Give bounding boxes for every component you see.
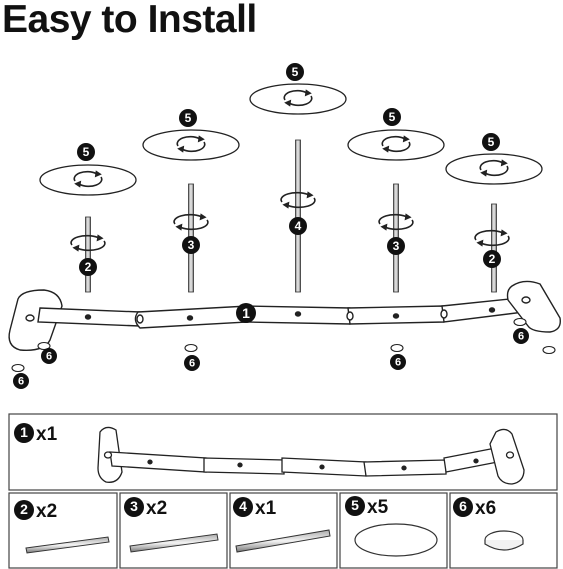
rotate-arrows-icon: [378, 213, 414, 231]
rod-callout-number: 3: [393, 239, 400, 253]
part-number: 5: [345, 496, 365, 516]
part-number: 4: [233, 497, 253, 517]
cup-callout: 5: [383, 108, 401, 126]
foot-callout-number: 6: [395, 356, 401, 368]
foot-callout: 6: [513, 328, 529, 344]
part-number: 6: [453, 497, 473, 517]
foot-callout: 6: [13, 373, 29, 389]
part-quantity: x1: [36, 424, 58, 445]
rotate-arrows-icon: [70, 234, 106, 252]
part-quantity: x5: [367, 497, 389, 518]
part-quantity: x6: [475, 498, 496, 519]
rod-callout: 3: [182, 236, 200, 254]
cup-callout: 5: [286, 63, 304, 81]
rod-callout: 3: [387, 237, 405, 255]
part-number-number: 4: [239, 498, 247, 514]
assembly-foot-pad: [37, 341, 51, 351]
part-short-rod-illustration: [25, 536, 110, 554]
part-label-foot-pad: 6 x6: [453, 497, 496, 519]
foot-callout-number: 6: [518, 330, 524, 342]
assembly-foot-pad: [390, 343, 404, 353]
page-title: Easy to Install: [2, 0, 257, 41]
cup-callout-number: 5: [389, 110, 396, 124]
part-foot-pad-illustration: [484, 530, 524, 551]
part-label-short-rod: 2 x2: [14, 500, 57, 522]
part-number-number: 2: [20, 501, 28, 517]
part-number: 1: [14, 423, 34, 443]
rod-callout: 2: [79, 258, 97, 276]
part-quantity: x1: [255, 498, 277, 519]
assembly-base: [8, 280, 561, 351]
assembly-cup-plate: [142, 129, 240, 161]
cup-callout-number: 5: [185, 111, 192, 125]
assembly-cup-plate: [445, 153, 543, 185]
rod-callout-number: 2: [85, 260, 92, 274]
foot-callout: 6: [184, 355, 200, 371]
part-quantity: x2: [146, 498, 167, 519]
cup-callout: 5: [77, 143, 95, 161]
rotate-arrows-icon: [280, 191, 316, 209]
assembly-cup-plate: [249, 83, 347, 115]
part-label-medium-rod: 3 x2: [124, 497, 167, 519]
part-number: 3: [124, 497, 144, 517]
assembly-cup-plate: [39, 164, 137, 196]
part-number-number: 6: [459, 498, 467, 514]
cup-callout: 5: [179, 109, 197, 127]
part-medium-rod-illustration: [129, 533, 219, 553]
rotate-arrows-icon: [73, 170, 103, 188]
base-callout: 1: [236, 303, 256, 323]
part-number-number: 5: [351, 497, 359, 513]
assembly-foot-pad: [11, 363, 25, 373]
cup-callout-number: 5: [292, 65, 299, 79]
part-number-number: 3: [130, 498, 138, 514]
foot-callout: 6: [390, 354, 406, 370]
part-quantity: x2: [36, 501, 57, 522]
assembly-rod: [474, 203, 510, 293]
foot-callout-number: 6: [18, 375, 24, 387]
assembly-rod: [70, 216, 106, 293]
rod-callout: 2: [483, 250, 501, 268]
part-number-number: 1: [20, 424, 28, 440]
rotate-arrows-icon: [173, 213, 209, 231]
assembly-foot-pad: [542, 345, 556, 355]
foot-callout-number: 6: [189, 357, 195, 369]
rotate-arrows-icon: [474, 229, 510, 247]
assembly-foot-pad: [513, 317, 527, 327]
part-base-illustration: [97, 426, 525, 485]
assembly-cup-plate: [347, 129, 445, 161]
rod-callout-number: 3: [188, 238, 195, 252]
rotate-arrows-icon: [176, 135, 206, 153]
part-cup-plate-illustration: [354, 523, 438, 557]
rod-callout-number: 2: [489, 252, 496, 266]
cup-callout-number: 5: [83, 145, 90, 159]
foot-callout: 6: [41, 348, 57, 364]
cup-callout: 5: [482, 133, 500, 151]
part-number: 2: [14, 500, 34, 520]
part-label-cup-plate: 5 x5: [345, 496, 389, 518]
part-label-long-rod: 4 x1: [233, 497, 277, 519]
part-long-rod-illustration: [235, 529, 331, 553]
cup-callout-number: 5: [488, 135, 495, 149]
rotate-arrows-icon: [283, 89, 313, 107]
rotate-arrows-icon: [381, 135, 411, 153]
rod-callout-number: 4: [295, 219, 302, 233]
part-label-base: 1 x1: [14, 423, 58, 445]
foot-callout-number: 6: [46, 350, 52, 362]
base-callout-number: 1: [242, 305, 250, 321]
rod-callout: 4: [289, 217, 307, 235]
assembly-foot-pad: [184, 343, 198, 353]
rotate-arrows-icon: [479, 159, 509, 177]
parts-panel: [8, 413, 558, 569]
assembly-rod: [280, 139, 316, 293]
